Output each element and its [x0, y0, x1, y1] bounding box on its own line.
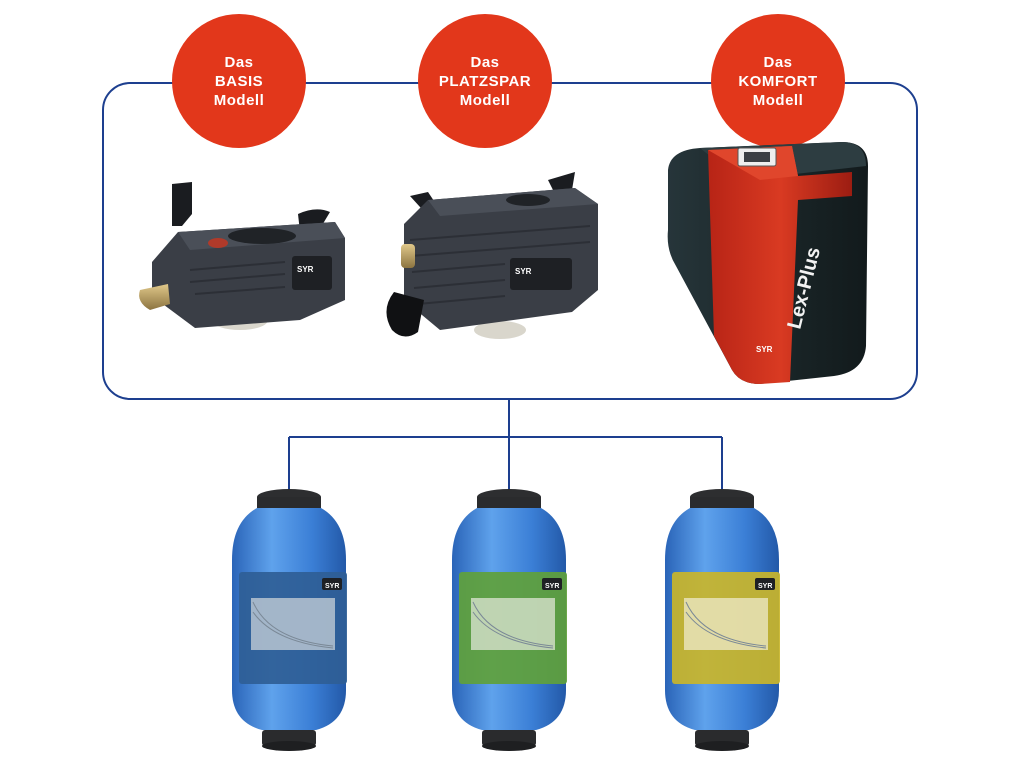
badge-model-name: BASIS — [214, 72, 264, 90]
platzspar-logo: SYR — [515, 267, 532, 276]
basis-logo: SYR — [297, 265, 314, 274]
komfort-unit-icon: Lex-Plus SYR — [667, 142, 868, 384]
cartridge-logo: SYR — [758, 583, 772, 590]
badge-line: Modell — [459, 91, 511, 109]
model-badge-komfort: Das KOMFORT Modell — [711, 14, 845, 148]
badge-model-name: KOMFORT — [738, 72, 818, 90]
model-badge-platzspar: Das PLATZSPAR Modell — [418, 14, 552, 148]
badge-model-name: PLATZSPAR — [438, 72, 532, 90]
platzspar-unit-icon: SYR — [386, 172, 598, 339]
badge-line: Das — [470, 53, 500, 71]
cartridge-icon: SYR — [452, 489, 567, 751]
badge-line: Modell — [752, 91, 804, 109]
cartridge-icon: SYR — [232, 489, 347, 751]
basis-unit-icon: SYR — [139, 182, 345, 330]
cartridge-logo: SYR — [325, 583, 339, 590]
badge-line: Das — [224, 53, 254, 71]
badge-line: Modell — [213, 91, 265, 109]
komfort-logo: SYR — [756, 345, 773, 354]
cartridge-icon: SYR — [665, 489, 780, 751]
model-badge-basis: Das BASIS Modell — [172, 14, 306, 148]
cartridge-logo: SYR — [545, 583, 559, 590]
badge-line: Das — [763, 53, 793, 71]
